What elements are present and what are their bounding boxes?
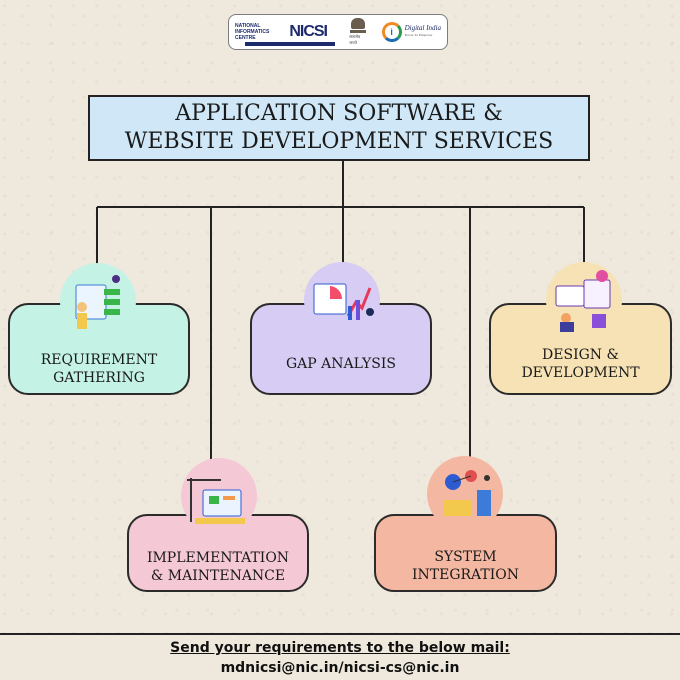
nicsi-logo: NICSI [245,23,336,46]
page-title: APPLICATION SOFTWARE & WEBSITE DEVELOPME… [88,95,590,161]
national-emblem-icon: सत्यमेव जयते [349,18,367,46]
card-label-requirement-gathering: REQUIREMENT GATHERING [40,352,158,386]
digital-india-icon: i [381,22,402,42]
implementation-maintenance-illustration [181,458,257,534]
card-label-design-development: DESIGN & DEVELOPMENT [521,347,640,381]
requirement-gathering-illustration [60,263,136,339]
footer: Send your requirements to the below mail… [0,633,680,680]
gap-analysis-illustration [304,262,380,338]
card-label-system-integration: SYSTEM INTEGRATION [411,549,519,583]
nicsi-logo-mark: NICSI [289,23,328,40]
footer-instruction: Send your requirements to the below mail… [170,640,510,656]
footer-email-addresses[interactable]: mdnicsi@nic.in/nicsi-cs@nic.in [220,660,460,676]
title-line-2: WEBSITE DEVELOPMENT SERVICES [124,129,554,154]
system-integration-illustration [427,456,503,532]
digital-india-logo: i Digital India Power To Empower [381,22,441,42]
card-label-gap-analysis: GAP ANALYSIS [286,356,396,372]
title-line-1: APPLICATION SOFTWARE & [175,101,503,126]
nicsi-logo-strap [245,42,336,46]
logo-bar: NATIONAL INFORMATICS CENTRE NICSI सत्यमे… [228,14,448,50]
digital-india-tagline: Power To Empower [404,33,433,37]
card-label-implementation-maintenance: IMPLEMENTATION & MAINTENANCE [146,550,290,584]
nicsi-logo-text: NATIONAL INFORMATICS CENTRE [235,23,270,41]
emblem-motto: सत्यमेव जयते [349,34,361,45]
design-development-illustration [546,262,622,338]
digital-india-name: Digital India [404,24,441,32]
